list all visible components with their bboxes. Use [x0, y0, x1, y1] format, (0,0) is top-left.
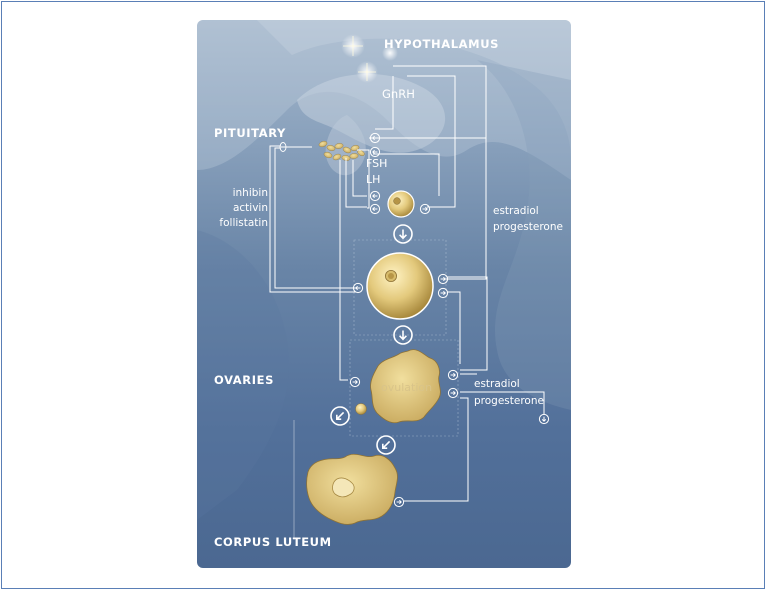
estradiol-label-secondary: estradiol	[474, 378, 520, 390]
mature-follicle	[366, 252, 434, 320]
background-silhouette	[197, 20, 571, 520]
lh-label: LH	[366, 173, 381, 186]
gnrh-label: GnRH	[382, 87, 415, 101]
fsh-label: FSH	[366, 157, 388, 170]
ovulating-follicle	[370, 349, 441, 424]
released-ovum	[355, 403, 367, 415]
diagram-graphics	[197, 20, 571, 540]
activin-label: activin	[232, 202, 268, 214]
hypothalamus-label: HYPOTHALAMUS	[384, 37, 500, 51]
follicle-frames	[349, 239, 459, 437]
corpus-luteum-label: CORPUS LUTEUM	[214, 535, 332, 549]
follistatin-label: follistatin	[219, 217, 268, 229]
ovulation-label: ovulation	[381, 381, 433, 394]
pituitary-label: PITUITARY	[214, 126, 286, 140]
ovaries-label: OVARIES	[214, 373, 274, 387]
primary-follicle	[387, 190, 415, 218]
inhibin-label: inhibin	[232, 187, 268, 199]
progesterone-label: progesterone	[493, 221, 563, 233]
corpus-luteum	[306, 453, 398, 525]
arrow-down-left-icon	[376, 435, 396, 455]
hypothalamus-glow	[341, 34, 398, 83]
estradiol-label: estradiol	[493, 205, 539, 217]
diagram-panel: HYPOTHALAMUS GnRH PITUITARY FSH LH inhib…	[197, 20, 571, 568]
small-arrow-markers	[279, 132, 550, 508]
connector-lines	[269, 65, 545, 540]
arrow-down-left-icon	[330, 406, 350, 426]
progesterone-label-secondary: progesterone	[474, 395, 544, 407]
